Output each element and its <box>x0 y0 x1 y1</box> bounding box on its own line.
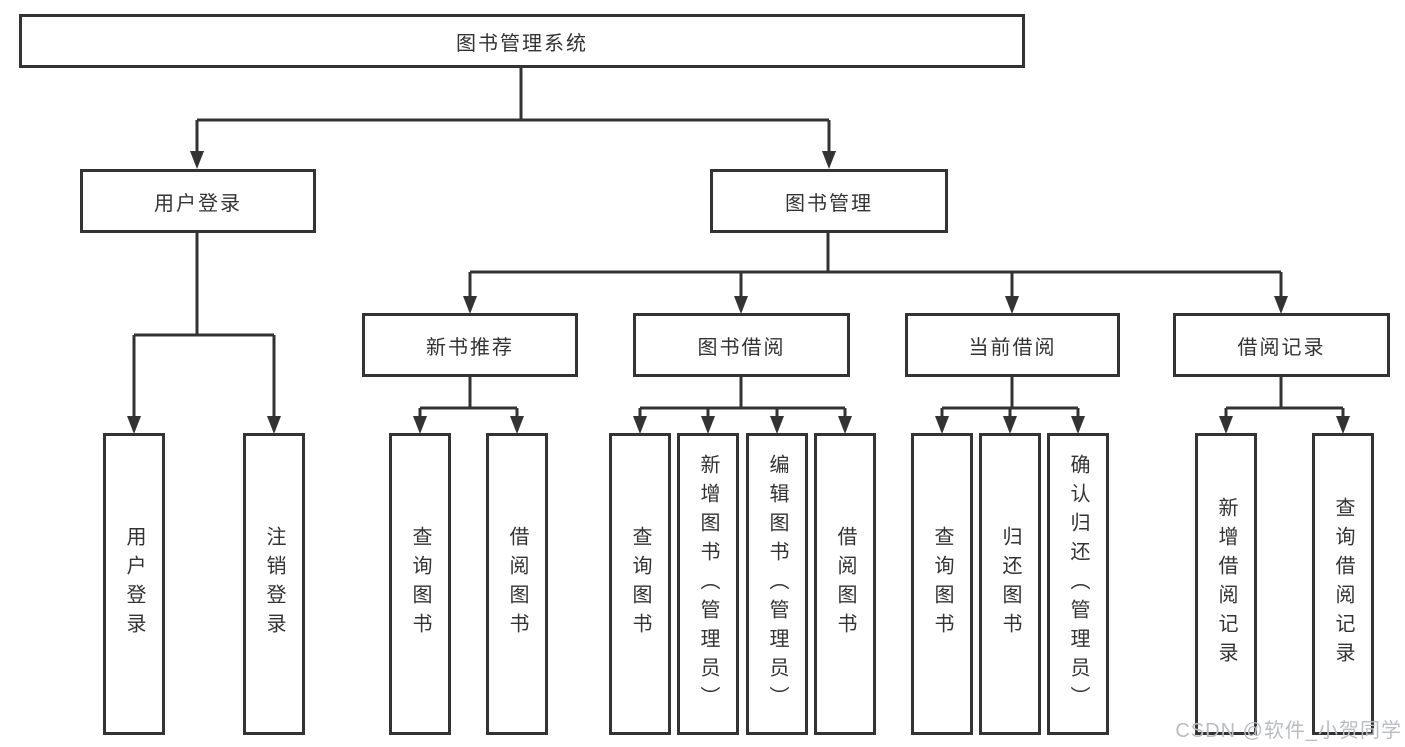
leaf-nbr-query-book-label: 查询图书 <box>409 526 431 642</box>
leaf-bb-borrow-book-label: 借阅图书 <box>834 526 856 642</box>
node-borrowing-records: 借阅记录 <box>1173 313 1390 377</box>
leaf-br-add-record-label: 新增借阅记录 <box>1215 497 1237 671</box>
node-user-login-label: 用户登录 <box>154 192 242 215</box>
leaf-br-add-record: 新增借阅记录 <box>1195 433 1257 735</box>
node-new-book-recommend: 新书推荐 <box>362 313 578 377</box>
node-root-label: 图书管理系统 <box>456 32 588 55</box>
leaf-bb-query-book-label: 查询图书 <box>629 526 651 642</box>
leaf-cb-return-book-label: 归还图书 <box>999 526 1021 642</box>
leaf-bb-edit-book: 编辑图书（管理员） <box>746 433 808 735</box>
leaf-user-login-label: 用户登录 <box>123 526 145 642</box>
leaf-nbr-query-book: 查询图书 <box>389 433 451 735</box>
csdn-watermark: CSDN @软件_小贺同学 <box>1175 720 1402 742</box>
node-user-login: 用户登录 <box>80 169 316 233</box>
node-borrowing-records-label: 借阅记录 <box>1237 336 1326 359</box>
leaf-bb-edit-book-label: 编辑图书（管理员） <box>766 453 788 715</box>
leaf-cb-return-book: 归还图书 <box>979 433 1041 735</box>
leaf-cb-confirm-return: 确认归还（管理员） <box>1047 433 1109 735</box>
node-book-borrowing: 图书借阅 <box>633 313 850 377</box>
leaf-nbr-borrow-book-label: 借阅图书 <box>506 526 528 642</box>
leaf-bb-add-book-label: 新增图书（管理员） <box>697 453 719 715</box>
leaf-cb-confirm-return-label: 确认归还（管理员） <box>1067 453 1089 715</box>
arrowhead-icons <box>127 151 1350 434</box>
leaf-bb-query-book: 查询图书 <box>609 433 671 735</box>
node-current-borrowing: 当前借阅 <box>905 313 1120 377</box>
leaf-nbr-borrow-book: 借阅图书 <box>486 433 548 735</box>
leaf-br-query-record: 查询借阅记录 <box>1312 433 1374 735</box>
leaf-bb-add-book: 新增图书（管理员） <box>677 433 739 735</box>
leaf-bb-borrow-book: 借阅图书 <box>814 433 876 735</box>
leaf-logout-label: 注销登录 <box>263 526 285 642</box>
node-book-management: 图书管理 <box>710 169 948 233</box>
node-book-borrowing-label: 图书借阅 <box>697 336 786 359</box>
node-book-management-label: 图书管理 <box>785 192 873 215</box>
leaf-br-query-record-label: 查询借阅记录 <box>1332 497 1354 671</box>
leaf-cb-query-book-label: 查询图书 <box>931 526 953 642</box>
node-root: 图书管理系统 <box>19 14 1025 68</box>
leaf-logout: 注销登录 <box>243 433 305 735</box>
node-new-book-recommend-label: 新书推荐 <box>426 336 514 359</box>
leaf-user-login: 用户登录 <box>103 433 165 735</box>
node-current-borrowing-label: 当前借阅 <box>968 336 1057 359</box>
leaf-cb-query-book: 查询图书 <box>911 433 973 735</box>
